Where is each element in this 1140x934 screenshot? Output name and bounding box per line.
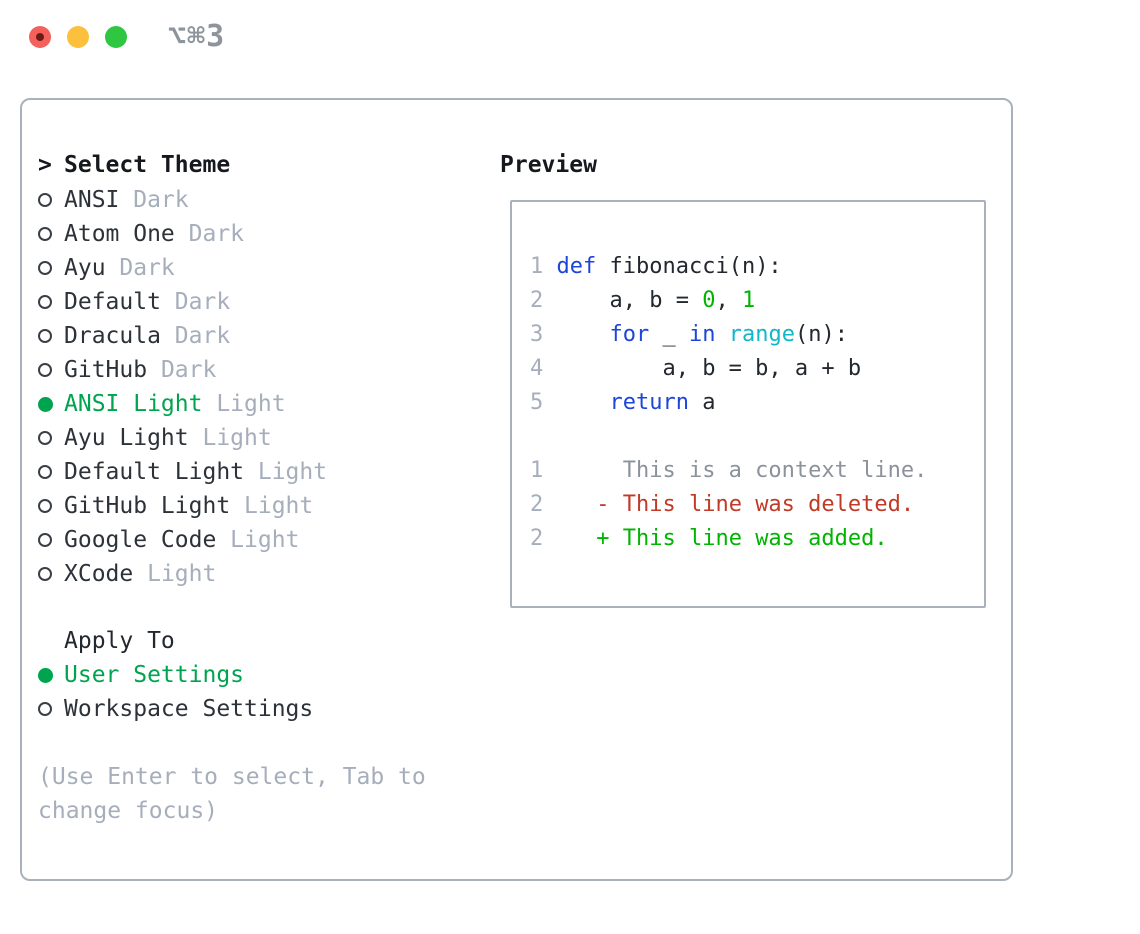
radio-icon <box>38 251 64 285</box>
theme-variant-label: Light <box>202 391 286 417</box>
line-number: 2 <box>530 526 544 551</box>
apply-option-workspace-settings[interactable]: Workspace Settings <box>38 692 313 726</box>
theme-variant-label: Dark <box>174 221 245 247</box>
theme-variant-label: Light <box>230 493 314 519</box>
preview-line: 2 a, b = 0, 1 <box>530 288 756 313</box>
theme-name: Default <box>64 289 161 315</box>
help-text-line-1: (Use Enter to select, Tab to <box>38 764 426 790</box>
help-text-line-2: change focus) <box>38 798 219 824</box>
theme-option-default[interactable]: Default Dark <box>38 285 230 319</box>
theme-variant-label: Light <box>133 561 217 587</box>
window-shortcut-label: ⌥⌘3 <box>168 19 226 54</box>
close-button[interactable] <box>29 26 51 48</box>
radio-icon <box>38 183 64 217</box>
minimize-button[interactable] <box>67 26 89 48</box>
radio-selected-icon <box>38 387 64 421</box>
line-number: 1 <box>530 458 544 483</box>
select-theme-heading: Select Theme <box>64 152 231 178</box>
radio-icon <box>38 692 64 726</box>
theme-variant-label: Dark <box>147 357 217 383</box>
radio-icon <box>38 319 64 353</box>
theme-option-ansi-light[interactable]: ANSI Light Light <box>38 387 286 421</box>
line-number: 2 <box>530 492 544 517</box>
line-number: 4 <box>530 356 544 381</box>
theme-variant-label: Light <box>244 459 328 485</box>
preview-line: 1 def fibonacci(n): <box>530 254 782 279</box>
radio-icon <box>38 285 64 319</box>
line-number: 5 <box>530 390 544 415</box>
preview-line: 4 a, b = b, a + b <box>530 356 862 381</box>
maximize-button[interactable] <box>105 26 127 48</box>
radio-icon <box>38 455 64 489</box>
radio-icon <box>38 523 64 557</box>
preview-line: 2 - This line was deleted. <box>530 492 915 517</box>
theme-option-github-light[interactable]: GitHub Light Light <box>38 489 313 523</box>
theme-name: Ayu Light <box>64 425 189 451</box>
theme-option-google-code[interactable]: Google Code Light <box>38 523 299 557</box>
theme-name: GitHub <box>64 357 148 383</box>
theme-name: Default Light <box>64 459 245 485</box>
theme-option-dracula[interactable]: Dracula Dark <box>38 319 230 353</box>
radio-icon <box>38 421 64 455</box>
radio-icon <box>38 353 64 387</box>
theme-option-default-light[interactable]: Default Light Light <box>38 455 327 489</box>
theme-variant-label: Light <box>216 527 300 553</box>
radio-selected-icon <box>38 658 64 692</box>
radio-icon <box>38 217 64 251</box>
titlebar: ⌥⌘3 <box>0 0 1140 75</box>
theme-option-ansi[interactable]: ANSI Dark <box>38 183 189 217</box>
radio-icon <box>38 557 64 591</box>
theme-variant-label: Light <box>188 425 272 451</box>
preview-line: 3 for _ in range(n): <box>530 322 848 347</box>
theme-option-github[interactable]: GitHub Dark <box>38 353 216 387</box>
theme-name: Dracula <box>64 323 161 349</box>
preview-line: 1 This is a context line. <box>530 458 928 483</box>
theme-name: Ayu <box>64 255 106 281</box>
apply-option-label: User Settings <box>64 662 245 688</box>
focus-caret-icon: > <box>38 152 52 178</box>
theme-variant-label: Dark <box>105 255 175 281</box>
line-number: 1 <box>530 254 544 279</box>
apply-to-heading: Apply To <box>64 628 175 654</box>
line-number: 3 <box>530 322 544 347</box>
theme-variant-label: Dark <box>119 187 189 213</box>
theme-variant-label: Dark <box>160 323 231 349</box>
preview-line: 2 + This line was added. <box>530 526 888 551</box>
theme-name: Atom One <box>64 221 175 247</box>
preview-line: 5 return a <box>530 390 716 415</box>
theme-name: ANSI <box>64 187 120 213</box>
theme-name: Google Code <box>64 527 217 553</box>
theme-option-atom-one[interactable]: Atom One Dark <box>38 217 244 251</box>
theme-option-ayu-light[interactable]: Ayu Light Light <box>38 421 272 455</box>
theme-name: ANSI Light <box>64 391 203 417</box>
select-theme-header-row: > Select Theme <box>38 148 230 182</box>
theme-option-xcode[interactable]: XCode Light <box>38 557 216 591</box>
preview-pane: 1 def fibonacci(n): 2 a, b = 0, 1 3 for _ … <box>510 200 986 608</box>
theme-name: XCode <box>64 561 134 587</box>
theme-variant-label: Dark <box>160 289 231 315</box>
radio-icon <box>38 489 64 523</box>
theme-option-ayu[interactable]: Ayu Dark <box>38 251 175 285</box>
apply-to-header-row: Apply To <box>38 624 175 658</box>
preview-line <box>530 420 984 454</box>
apply-option-label: Workspace Settings <box>64 696 314 722</box>
theme-name: GitHub Light <box>64 493 231 519</box>
line-number: 2 <box>530 288 544 313</box>
preview-heading: Preview <box>500 152 597 178</box>
apply-option-user-settings[interactable]: User Settings <box>38 658 244 692</box>
